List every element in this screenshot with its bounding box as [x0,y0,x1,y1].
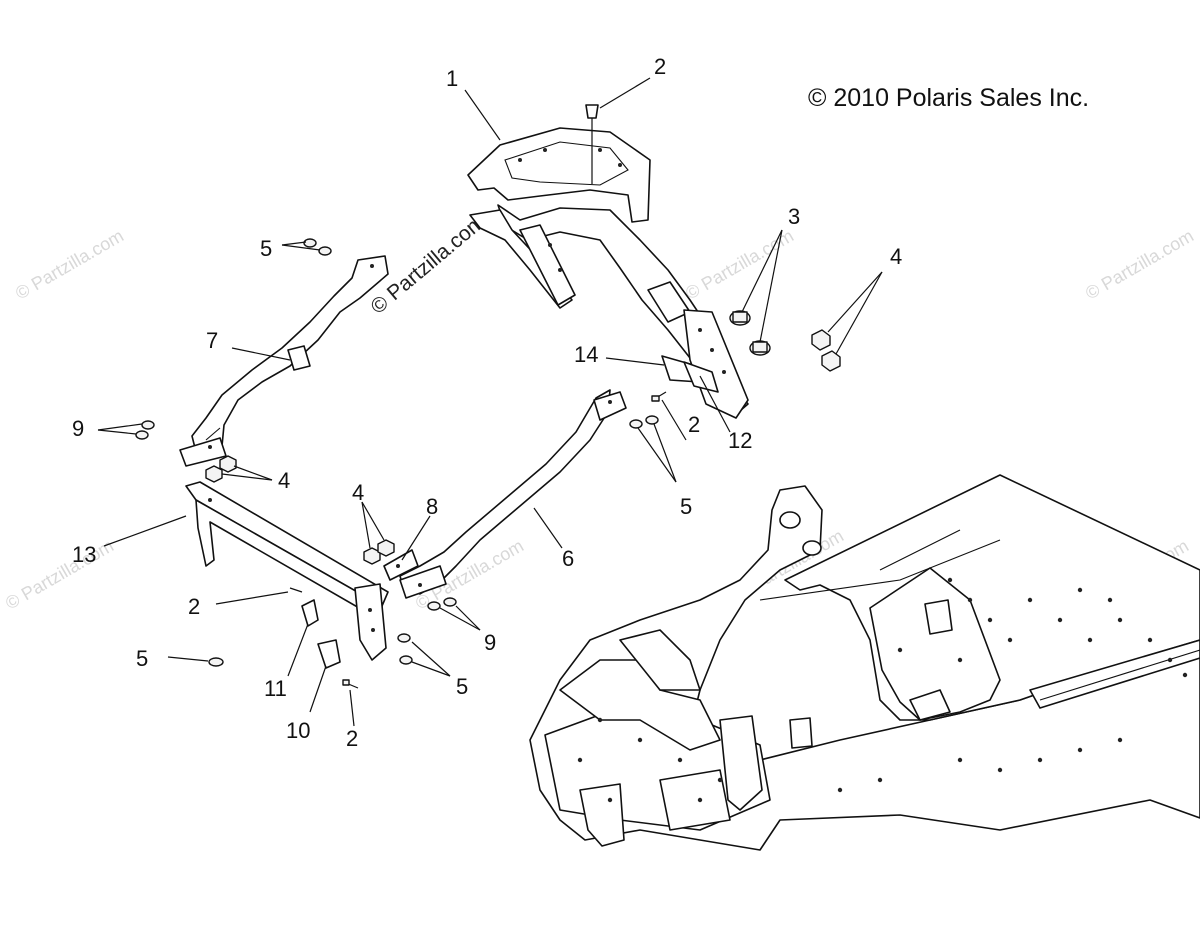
part-2-screw-left [289,587,303,593]
callout-14: 14 [574,342,598,367]
part-8-plate [383,549,419,581]
callout-6: 6 [562,546,574,571]
part-9-bolts-left [135,420,155,440]
part-5-bolts-lower [397,633,413,665]
callout-4-left: 4 [278,468,290,493]
callout-4-center: 4 [352,480,364,505]
part-5-bolts-top [303,238,332,256]
part-4-nuts-center [363,539,395,565]
part-3-bolts [729,310,771,356]
watermark-faint-3: © Partzilla.com [1082,225,1197,303]
watermark-faint-1: © Partzilla.com [12,225,127,303]
part-13-cross-member [185,481,389,661]
part-1-upper-hoop [467,127,749,419]
callout-2-left: 2 [188,594,200,619]
callout-2-top: 2 [654,54,666,79]
callout-2-mid: 2 [688,412,700,437]
callout-5-bottom: 5 [456,674,468,699]
callout-2-bottom: 2 [346,726,358,751]
part-5-bolts-mid [629,415,659,429]
callout-10: 10 [286,718,310,743]
chassis-frame [529,474,1200,851]
holes-part-1 [518,148,726,374]
part-4-nuts-right [811,329,841,372]
callout-5-left: 5 [136,646,148,671]
callout-11: 11 [264,676,287,701]
watermark-faint-4: © Partzilla.com [2,535,117,613]
part-2-screw-bottom [342,679,359,689]
callouts: 1 2 3 4 5 7 14 12 2 5 9 4 4 8 6 13 2 9 5… [72,54,902,751]
callout-9-right: 9 [484,630,496,655]
part-4-nuts-left [205,455,237,483]
callout-3: 3 [788,204,800,229]
callout-1: 1 [446,66,458,91]
part-2-screw-mid [651,391,667,402]
leader-lines [97,77,883,727]
callout-12: 12 [728,428,752,453]
callout-5-mid: 5 [680,494,692,519]
part-11-clip [301,599,319,627]
part-10-plate [317,639,341,669]
part-6-steering-tube-lower [399,389,627,599]
part-2-screw-top [585,104,599,184]
callout-5-top: 5 [260,236,272,261]
chassis-holes [577,577,1188,803]
callout-8: 8 [426,494,438,519]
callout-4-right: 4 [890,244,902,269]
watermark-faint-2: © Partzilla.com [682,225,797,303]
part-7-steering-tube-upper [179,255,389,467]
callout-13: 13 [72,542,96,567]
part-5-bolt-left [208,657,224,667]
part-9-bolts-right [427,597,457,611]
callout-7: 7 [206,328,218,353]
callout-9-left: 9 [72,416,84,441]
copyright-notice: © 2010 Polaris Sales Inc. [808,84,1089,112]
